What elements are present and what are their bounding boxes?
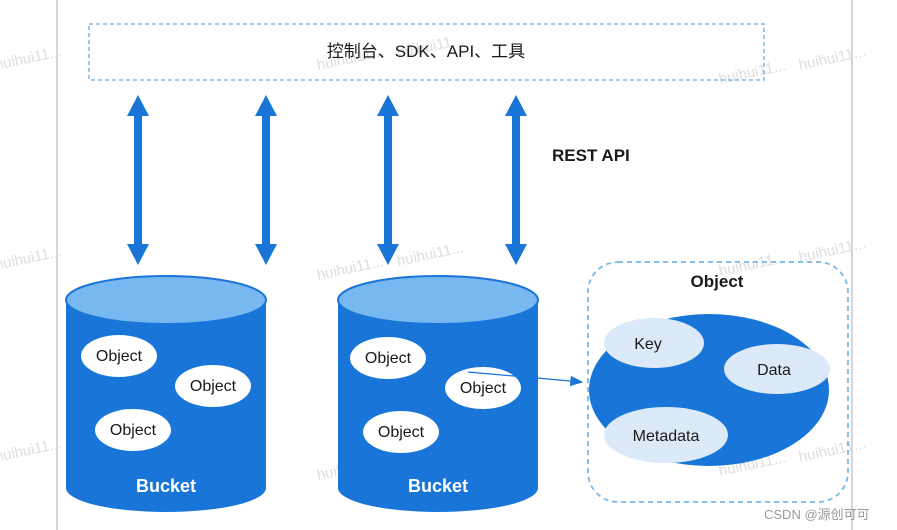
arrows-group xyxy=(127,95,527,265)
data-label: Data xyxy=(757,362,791,379)
double-arrow-icon xyxy=(127,95,149,265)
csdn-credit: CSDN @源创可可 xyxy=(764,507,870,522)
bucket-top xyxy=(65,275,267,325)
bucket-top xyxy=(337,275,539,325)
clients-box xyxy=(88,23,765,81)
clients-label: 控制台、SDK、API、工具 xyxy=(327,42,525,61)
object-label: Object xyxy=(110,422,157,439)
watermark-text: huihui11... xyxy=(315,253,385,284)
bucket-label: Bucket xyxy=(136,476,196,496)
bucket: Object Object Object Bucket xyxy=(65,275,267,512)
object-detail-box xyxy=(587,261,849,503)
watermark-text: huihui11... xyxy=(717,57,787,88)
object-label: Object xyxy=(190,378,237,395)
double-arrow-icon xyxy=(255,95,277,265)
watermark-text: huihui11... xyxy=(0,435,63,466)
object-label: Object xyxy=(460,380,507,397)
object-ellipse xyxy=(175,365,251,407)
object-ellipse xyxy=(350,337,426,379)
watermark-text: huihui11... xyxy=(0,243,63,274)
object-ellipse xyxy=(445,367,521,409)
rest-api-label: REST API xyxy=(552,146,630,165)
watermark-text: huihui11... xyxy=(797,435,867,466)
data-ellipse xyxy=(724,344,830,394)
watermark-text: huihui11... xyxy=(395,239,465,270)
key-ellipse xyxy=(604,318,704,368)
object-ellipse xyxy=(363,411,439,453)
bucket: Object Object Object Bucket xyxy=(337,275,539,512)
double-arrow-icon xyxy=(505,95,527,265)
double-arrow-icon xyxy=(377,95,399,265)
metadata-ellipse xyxy=(604,407,728,463)
watermark-text: huihui11... xyxy=(0,43,63,74)
object-label: Object xyxy=(378,424,425,441)
object-label: Object xyxy=(365,350,412,367)
object-ellipse xyxy=(81,335,157,377)
object-label: Object xyxy=(96,348,143,365)
metadata-label: Metadata xyxy=(633,428,700,445)
object-detail-title: Object xyxy=(691,272,744,291)
bucket-label: Bucket xyxy=(408,476,468,496)
key-label: Key xyxy=(634,336,662,353)
object-ellipse xyxy=(95,409,171,451)
watermark-text: huihui11... xyxy=(797,43,867,74)
detail-arrow xyxy=(467,371,584,387)
